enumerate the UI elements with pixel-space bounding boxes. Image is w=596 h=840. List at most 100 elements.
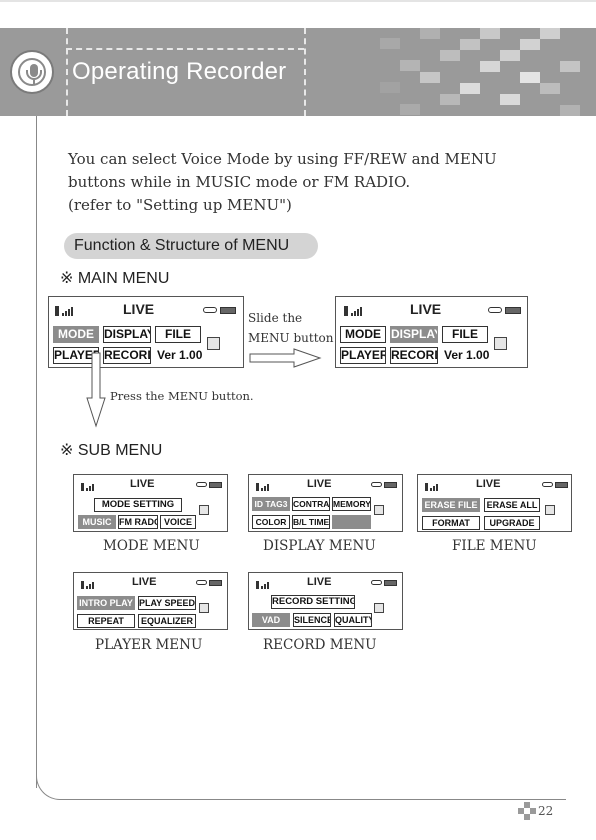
intro-line: buttons while in MUSIC mode or FM RADIO. [68,173,411,191]
speaker-signal-icon [55,304,73,316]
option-memory: MEMORY [332,497,371,511]
menu-player: PLAYER [340,347,386,364]
live-label: LIVE [307,576,332,588]
right-arrow-icon [249,348,322,368]
intro-text: You can select Voice Mode by using FF/RE… [68,148,568,217]
fm-icon [494,337,507,350]
live-label: LIVE [132,576,157,588]
menu-record: RECORD [103,347,151,364]
option-equalizer: EQUALIZER [138,614,196,628]
press-note: Press the MENU button. [110,389,254,403]
live-label: LIVE [307,478,332,490]
pixel-pattern [540,28,580,116]
pixel-pattern [460,28,500,116]
microphone-icon [10,50,54,94]
battery-icon [384,580,397,586]
page-title: Operating Recorder [72,58,287,85]
fm-icon [545,505,555,515]
menu-display: DISPLAY [103,326,151,343]
intro-line: (refer to "Setting up MENU") [68,196,292,214]
hold-icon [196,580,207,585]
display-menu-caption: DISPLAY MENU [263,538,376,554]
option-bl-time: B/L TIME [292,515,330,529]
speaker-signal-icon [256,481,272,491]
fm-icon [207,337,220,350]
option-contrast: CONTRAST [292,497,330,511]
record-menu-caption: RECORD MENU [263,637,377,653]
option-fm-radio: FM RADO [118,515,158,529]
header-band [0,28,596,116]
menu-display: DISPLAY [390,326,438,343]
page-number-mark [518,802,536,820]
speaker-signal-icon [256,579,272,589]
lcd-main-before: LIVE MODE DISPLAY FILE PLAYER RECORD Ver… [48,296,244,368]
record-setting-title: RECORD SETTING [271,595,355,609]
battery-icon [209,482,222,488]
live-label: LIVE [410,301,442,317]
intro-line: You can select Voice Mode by using FF/RE… [68,150,497,168]
fm-icon [199,505,209,515]
file-menu-caption: FILE MENU [452,538,537,554]
hold-icon [542,482,553,487]
page-number: 22 [538,804,554,818]
lcd-file-menu: LIVE ERASE FILE ERASE ALL FORMAT UPGRADE [417,474,572,532]
version-label: Ver 1.00 [157,348,203,362]
live-label: LIVE [123,301,155,317]
lcd-mode-menu: LIVE MODE SETTING MUSIC FM RADO VOICE [73,474,228,532]
menu-file: FILE [155,326,201,343]
header-dashed-line [304,28,306,116]
menu-mode: MODE [53,326,99,343]
option-intro-play: INTRO PLAY [77,596,135,610]
menu-file: FILE [442,326,488,343]
option-erase-file: ERASE FILE [422,498,480,512]
pixel-pattern [500,28,540,116]
version-label: Ver 1.00 [444,348,490,362]
battery-icon [220,307,236,314]
speaker-signal-icon [81,481,97,491]
option-erase-all: ERASE ALL [484,498,540,512]
fm-icon [374,603,384,613]
option-play-speed: PLAY SPEED [138,596,196,610]
menu-mode: MODE [340,326,386,343]
section-heading: Function & Structure of MENU [64,233,318,259]
player-menu-caption: PLAYER MENU [95,637,203,653]
battery-icon [555,482,568,488]
lcd-player-menu: LIVE INTRO PLAY PLAY SPEED REPEAT EQUALI… [73,572,228,630]
slide-note: Slide the MENU button [248,311,334,345]
header-dashed-line [66,48,304,50]
empty-highlight-cell [332,515,371,529]
live-label: LIVE [476,478,501,490]
menu-record: RECORD [390,347,438,364]
pixel-pattern [420,28,460,116]
battery-icon [209,580,222,586]
sub-menu-label: ※ SUB MENU [60,442,163,459]
lcd-main-after: LIVE MODE DISPLAY FILE PLAYER RECORD Ver… [335,296,528,368]
main-menu-label: ※ MAIN MENU [60,270,170,287]
page-frame [36,116,37,788]
speaker-signal-icon [81,579,97,589]
option-upgrade: UPGRADE [484,516,540,530]
battery-icon [505,307,521,314]
fm-icon [374,505,384,515]
hold-icon [371,482,382,487]
option-music: MUSIC [78,515,116,529]
hold-icon [196,482,207,487]
option-vad: VAD [252,613,290,627]
option-color: COLOR [252,515,290,529]
header-dashed-line [66,28,68,116]
option-quality: QUALITY [334,613,372,627]
speaker-signal-icon [425,481,441,491]
lcd-display-menu: LIVE ID TAG3 CONTRAST MEMORY COLOR B/L T… [248,474,403,532]
mode-menu-caption: MODE MENU [103,538,200,554]
fm-icon [199,603,209,613]
top-rule [0,0,596,2]
pixel-pattern [380,28,420,116]
option-format: FORMAT [422,516,480,530]
option-repeat: REPEAT [77,614,135,628]
hold-icon [371,580,382,585]
battery-icon [384,482,397,488]
option-silence: SILENCE [293,613,331,627]
down-arrow-icon [86,352,106,428]
mode-setting-title: MODE SETTING [94,498,182,512]
option-voice: VOICE [160,515,196,529]
